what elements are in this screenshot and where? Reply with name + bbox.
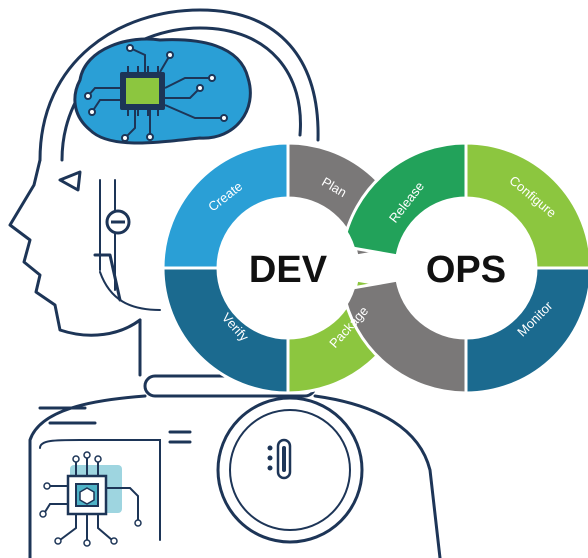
ops-label: OPS — [426, 249, 506, 291]
devops-loop — [161, 141, 588, 395]
brain-icon — [73, 37, 252, 145]
shoulder-control-icon — [267, 438, 292, 480]
ops-center-circle — [396, 198, 536, 338]
dev-label: DEV — [249, 249, 328, 291]
ear-bolt-icon — [105, 209, 131, 235]
dev-center-circle — [218, 198, 358, 338]
chest-chip-icon — [39, 451, 142, 547]
brain-chip-icon — [120, 66, 165, 116]
